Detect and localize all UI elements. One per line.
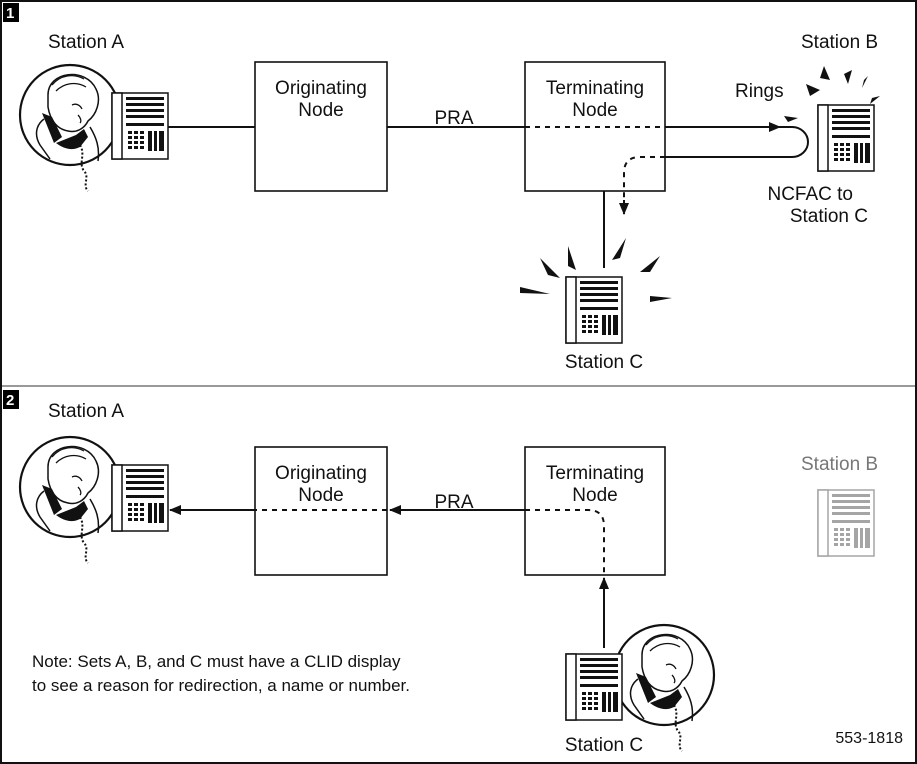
forward-loop	[665, 126, 809, 158]
station-b-label: Station B	[801, 454, 878, 475]
originating-node-box	[254, 61, 388, 192]
station-b-telephone-set-icon	[817, 489, 875, 557]
pra-label: PRA	[434, 108, 473, 129]
station-c-label: Station C	[565, 352, 643, 373]
forward-note-1: NCFAC to	[767, 184, 853, 205]
originating-node-label-1: Originating	[275, 463, 367, 484]
station-c-ring-burst-icon	[520, 238, 672, 302]
pra-label: PRA	[434, 492, 473, 513]
originating-node-label-2: Node	[298, 485, 343, 506]
panel-1: 1 Station A Station B Originating Node T…	[3, 3, 880, 373]
terminating-node-label-2: Node	[572, 485, 617, 506]
station-c-telephone-set-icon	[565, 653, 623, 721]
rings-label: Rings	[735, 81, 784, 102]
telephone-set-icon	[111, 464, 169, 532]
panel-number: 2	[6, 392, 14, 409]
figure-id: 553-1818	[835, 730, 903, 747]
station-b-label: Station B	[801, 32, 878, 53]
panel-2: 2 Station A Originating Node Terminating…	[3, 390, 903, 756]
person-on-phone-icon	[18, 63, 122, 193]
terminating-node-label-1: Terminating	[546, 463, 644, 484]
note-line-2: to see a reason for redirection, a name …	[32, 676, 410, 695]
terminating-node-label-2: Node	[572, 100, 617, 121]
ring-burst-icon	[784, 66, 880, 122]
station-b-telephone-set-icon	[817, 104, 875, 172]
station-a-label: Station A	[48, 401, 124, 422]
station-c-telephone-set-icon	[565, 276, 623, 344]
station-c-label: Station C	[565, 735, 643, 756]
person-on-phone-icon	[18, 435, 122, 565]
terminating-node-label-1: Terminating	[546, 78, 644, 99]
note-line-1: Note: Sets A, B, and C must have a CLID …	[32, 652, 401, 671]
station-c-person-on-phone-icon	[612, 623, 716, 753]
forward-dashed-path	[623, 156, 665, 212]
forward-note-2: Station C	[790, 206, 868, 227]
originating-node-label-2: Node	[298, 100, 343, 121]
station-a-label: Station A	[48, 32, 124, 53]
panel-number-badge	[3, 390, 19, 409]
panel-number-badge	[3, 3, 19, 22]
telephone-set-icon	[111, 92, 169, 160]
panel-number: 1	[6, 5, 14, 22]
originating-node-label-1: Originating	[275, 78, 367, 99]
terminating-internal-path	[525, 509, 605, 575]
